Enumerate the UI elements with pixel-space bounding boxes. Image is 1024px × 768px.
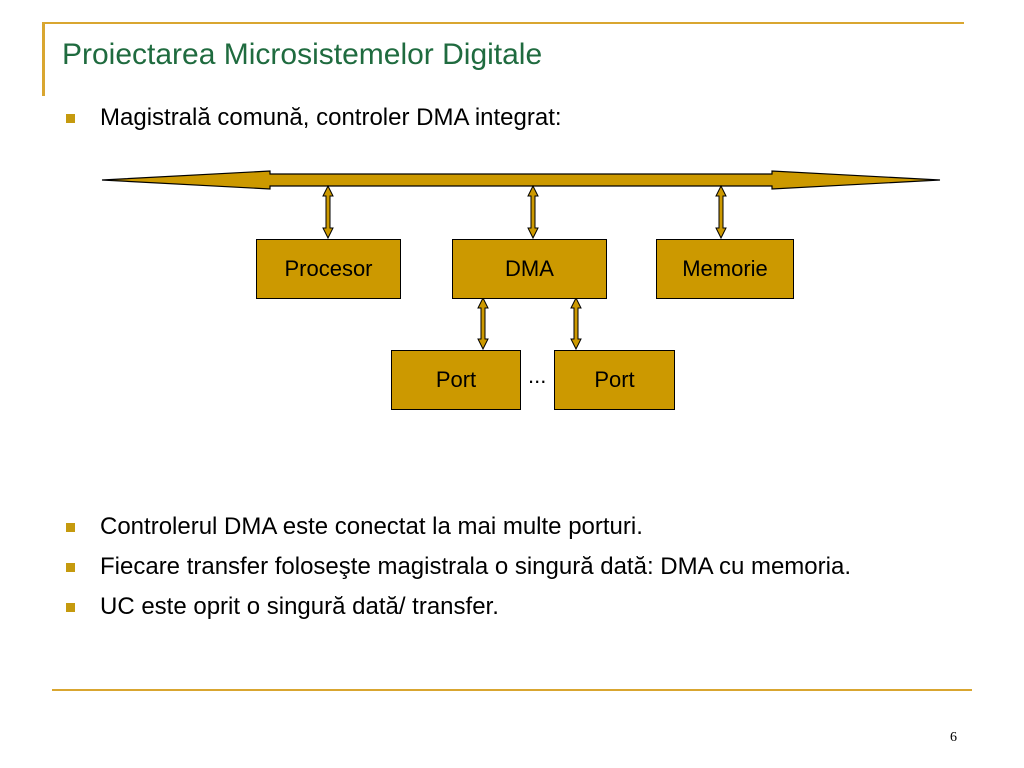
system-bus-arrow: [101, 170, 941, 190]
bullet-item: Controlerul DMA este conectat la mai mul…: [0, 510, 900, 544]
bullet-square-icon: [66, 114, 75, 123]
dma-bus-connector: [527, 184, 539, 240]
bullet-text: UC este oprit o singură dată/ transfer.: [100, 593, 499, 620]
port-right-box: Port: [554, 350, 675, 410]
procesor-bus-connector: [322, 184, 334, 240]
dma-port-right-connector: [570, 296, 582, 351]
bullet-square-icon: [66, 603, 75, 612]
bullet-text: Fiecare transfer foloseşte magistrala o …: [100, 553, 851, 580]
bullet-square-icon: [66, 563, 75, 572]
bullet-item: Fiecare transfer foloseşte magistrala o …: [0, 550, 900, 584]
memorie-bus-connector: [715, 184, 727, 240]
intro-bullet: Magistrală comună, controler DMA integra…: [0, 101, 900, 135]
dma-port-left-connector: [477, 296, 489, 351]
intro-bullet-text: Magistrală comună, controler DMA integra…: [100, 104, 562, 131]
slide-title: Proiectarea Microsistemelor Digitale: [62, 38, 543, 71]
intro-bullet-list: Magistrală comună, controler DMA integra…: [0, 101, 900, 135]
bullet-item: UC este oprit o singură dată/ transfer.: [0, 590, 900, 624]
memorie-box: Memorie: [656, 239, 794, 299]
procesor-box: Procesor: [256, 239, 401, 299]
page-number: 6: [950, 730, 957, 745]
frame-bottom-line: [52, 689, 972, 691]
bullet-text: Controlerul DMA este conectat la mai mul…: [100, 513, 643, 540]
frame-top-line: [42, 22, 964, 24]
port-left-box: Port: [391, 350, 521, 410]
bullet-square-icon: [66, 523, 75, 532]
bullet-list: Controlerul DMA este conectat la mai mul…: [0, 510, 900, 630]
dma-box: DMA: [452, 239, 607, 299]
ports-ellipsis: ...: [528, 363, 547, 388]
frame-left-line: [42, 22, 45, 96]
